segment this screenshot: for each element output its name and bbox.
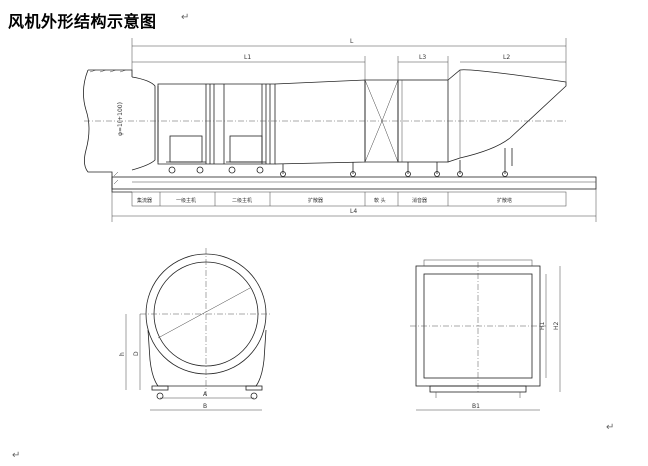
- dim-L4: L4: [350, 208, 357, 215]
- main-cylinder: [157, 83, 276, 165]
- section-label-6: 扩散塔: [497, 197, 512, 204]
- diffuser: [274, 79, 366, 165]
- page-title: 风机外形结构示意图: [8, 12, 157, 31]
- wall-hatching: [89, 69, 127, 185]
- dim-L1: L1: [244, 54, 251, 61]
- end-feet: [151, 385, 263, 400]
- side-view: H1 H2 B1: [410, 259, 561, 411]
- base-rail: [111, 176, 597, 190]
- dim-B1: B1: [472, 403, 480, 410]
- flange-rings: [205, 84, 271, 164]
- top-flange: [423, 259, 533, 267]
- collector-inlet: [131, 76, 156, 171]
- bottom-base: [429, 385, 527, 393]
- end-support: [147, 329, 267, 387]
- return-mark-bottom: ↵: [12, 450, 21, 461]
- wall-break-edge: [83, 69, 132, 193]
- return-mark-right: ↵: [606, 422, 615, 433]
- dim-A: A: [203, 391, 208, 398]
- dim-H2: H2: [553, 321, 560, 330]
- section-label-0: 集流器: [137, 197, 152, 204]
- main-view: L L1 L3 L2 L4 φ=1(+100) 集流器 一级主机 二级主机 扩散…: [83, 38, 597, 222]
- motor-two: [226, 135, 266, 174]
- dim-h: h: [119, 352, 126, 356]
- wall-top-edge: [88, 69, 133, 77]
- support-legs: [280, 148, 513, 177]
- section-label-3: 扩散器: [308, 197, 323, 204]
- dim-L3: L3: [419, 54, 426, 61]
- dim-L2: L2: [503, 54, 510, 61]
- return-mark-title: ↵: [181, 12, 190, 23]
- diffuser-tower: [447, 69, 567, 163]
- dim-D: D: [133, 351, 140, 356]
- section-label-1: 一级主机: [176, 197, 196, 204]
- section-label-5: 消音器: [412, 197, 427, 204]
- dim-B: B: [203, 403, 207, 410]
- dim-L: L: [350, 38, 354, 45]
- end-view: h D A B: [119, 248, 272, 411]
- motor-one: [166, 135, 206, 174]
- diameter-line: [157, 287, 251, 339]
- dim-H1: H1: [539, 321, 546, 330]
- section-strip: 集流器 一级主机 二级主机 扩散器 軟 头 消音器 扩散塔: [131, 191, 567, 207]
- section-label-4: 軟 头: [374, 197, 386, 204]
- section-label-2: 二级主机: [232, 197, 252, 204]
- dim-diameter: φ=1(+100): [117, 102, 124, 136]
